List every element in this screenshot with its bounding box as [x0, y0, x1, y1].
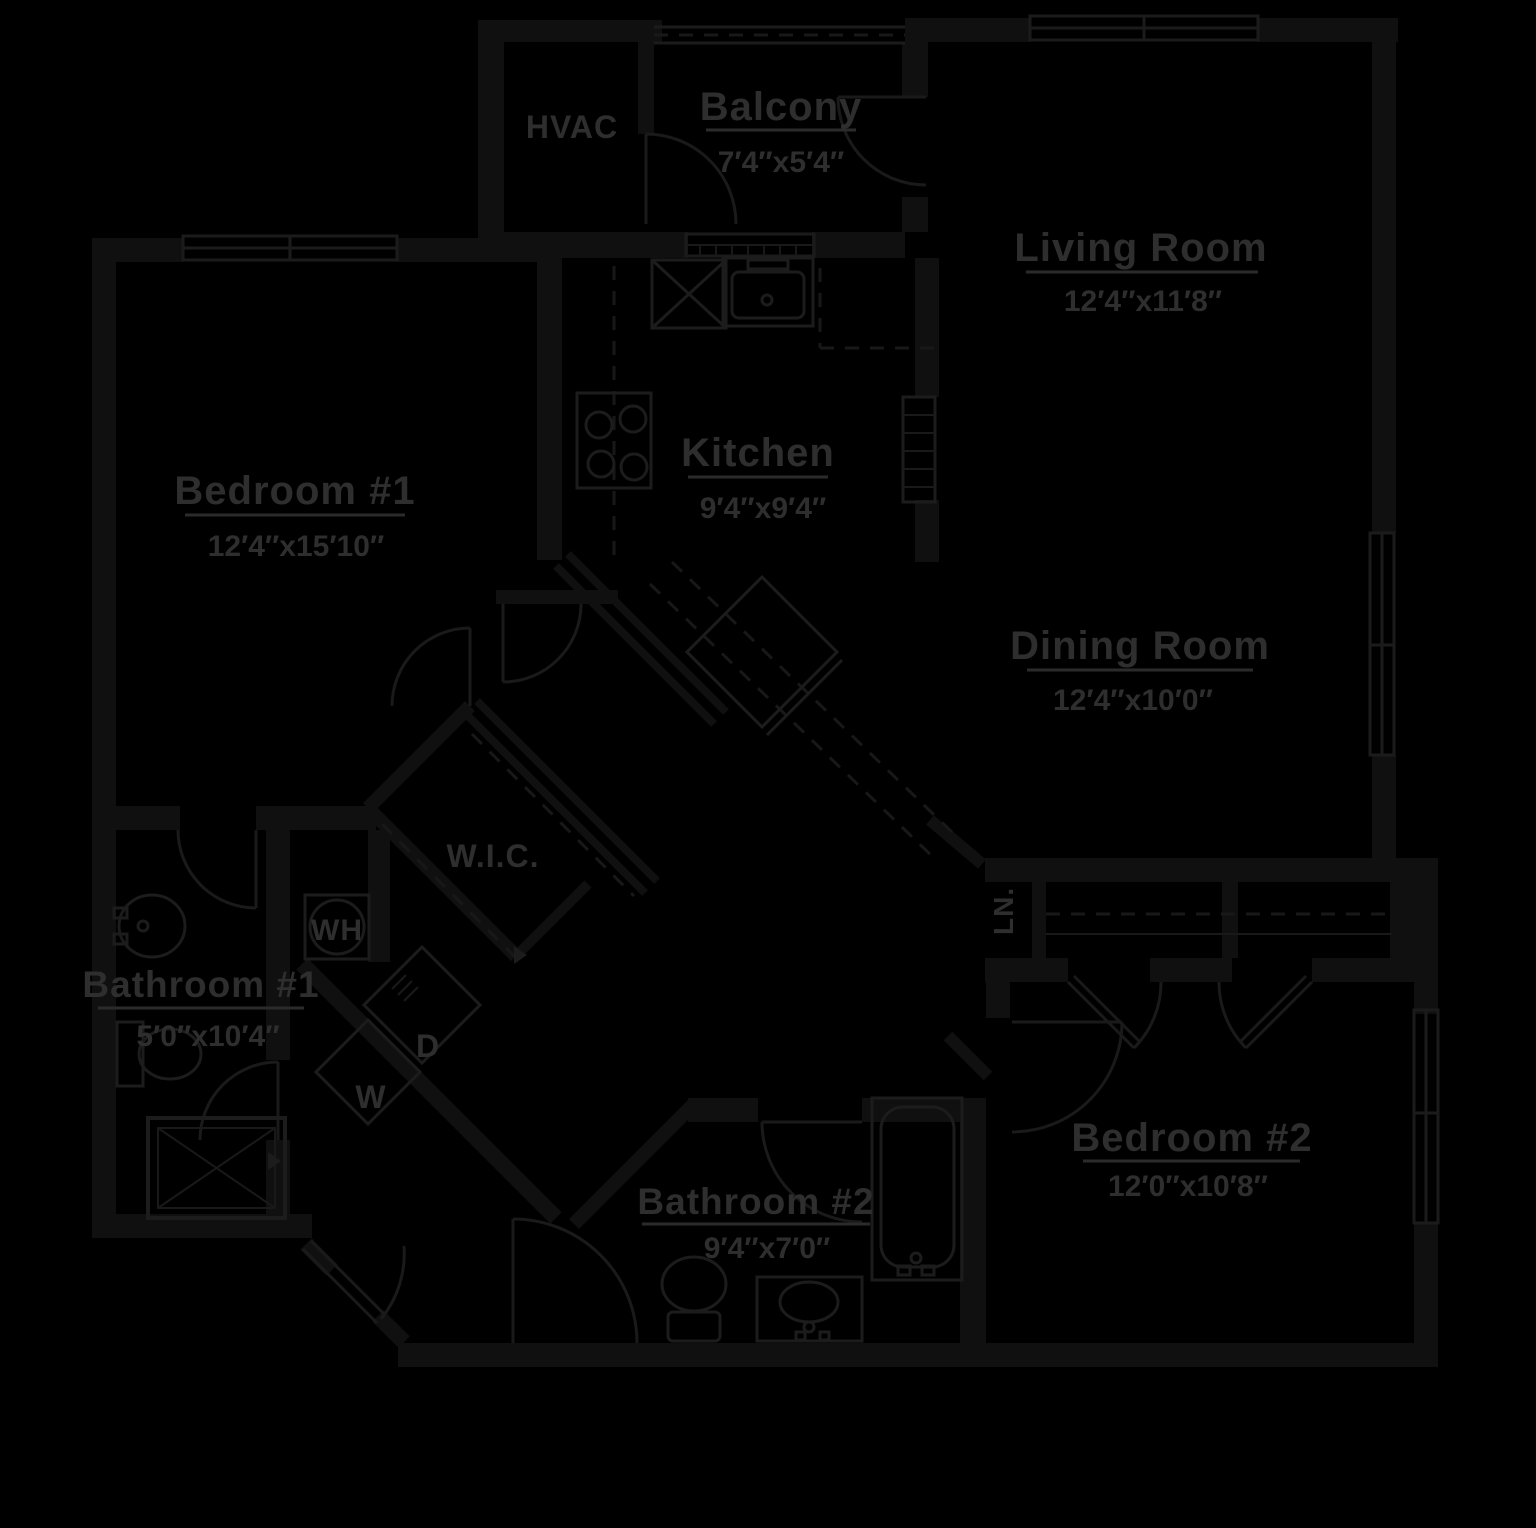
label-dryer: D: [416, 1028, 440, 1064]
door-bathroom1-top: [176, 829, 258, 910]
door-bathroom2: [760, 1120, 863, 1224]
room-dims-bedroom2: 12′0″x10′8″: [1108, 1170, 1268, 1203]
room-label-bedroom1: Bedroom #1: [174, 469, 415, 513]
room-balcony: Balcony 7′4″x5′4″: [700, 85, 863, 179]
bath1-toilet: [115, 1020, 203, 1088]
window-living: [1028, 14, 1260, 42]
fixtures: [112, 256, 1392, 1343]
label-water-heater: WH: [311, 914, 363, 947]
balcony-rail: [654, 25, 905, 45]
room-dims-bedroom1: 12′4″x15′10″: [208, 530, 385, 563]
label-washer: W: [355, 1079, 386, 1115]
dryer: [361, 944, 483, 1066]
door-bathroom1-hall: [198, 1060, 280, 1141]
balcony-slider: [684, 232, 816, 258]
dashed-lines: [380, 266, 1392, 960]
label-hvac: HVAC: [526, 109, 618, 145]
windows: [181, 14, 1440, 1225]
water-heater: [303, 893, 371, 961]
room-label-bathroom1: Bathroom #1: [82, 964, 319, 1005]
kitchen-peninsula: [684, 574, 844, 737]
door-closet-right: [1217, 974, 1314, 1050]
room-label-kitchen: Kitchen: [681, 431, 835, 475]
room-label-living: Living Room: [1014, 226, 1267, 270]
door-hall-vestibule: [511, 1217, 639, 1344]
refrigerator: [650, 258, 728, 330]
window-bedroom1: [181, 234, 399, 262]
bath2-toilet: [660, 1255, 728, 1343]
window-bedroom2: [1412, 1008, 1440, 1225]
bath2-sink: [755, 1275, 864, 1343]
door-hvac: [644, 132, 738, 225]
bath1-sink: [112, 893, 187, 959]
window-dining: [1368, 531, 1396, 757]
room-dining: Dining Room 12′4″x10′0″: [1010, 624, 1270, 717]
room-label-bathroom2: Bathroom #2: [637, 1181, 874, 1222]
room-dims-living: 12′4″x11′8″: [1064, 285, 1222, 318]
room-bedroom1: Bedroom #1 12′4″x15′10″: [174, 469, 415, 563]
room-bathroom2: Bathroom #2 9′4″x7′0″: [637, 1181, 874, 1265]
room-dims-bathroom1: 5′0″x10′4″: [136, 1020, 279, 1053]
stove: [575, 391, 653, 490]
room-kitchen: Kitchen 9′4″x9′4″: [681, 431, 835, 525]
label-wic: W.I.C.: [446, 838, 539, 874]
door-balcony-living: [836, 95, 927, 187]
room-dims-kitchen: 9′4″x9′4″: [700, 492, 827, 525]
shower: [146, 1116, 287, 1220]
door-bedroom1-hall: [501, 603, 583, 684]
door-entry: [301, 1239, 406, 1325]
door-bedroom2: [1011, 1020, 1124, 1134]
room-bathroom1: Bathroom #1 5′0″x10′4″: [82, 964, 319, 1053]
room-dims-dining: 12′4″x10′0″: [1053, 684, 1213, 717]
walls: [92, 18, 1438, 1367]
room-label-dining: Dining Room: [1010, 624, 1270, 668]
room-label-balcony: Balcony: [700, 85, 863, 129]
room-label-bedroom2: Bedroom #2: [1071, 1116, 1312, 1160]
door-wic: [390, 626, 472, 707]
room-bedroom2: Bedroom #2 12′0″x10′8″: [1071, 1116, 1312, 1203]
room-dims-bathroom2: 9′4″x7′0″: [704, 1232, 831, 1265]
washer: [313, 1017, 423, 1127]
door-closet-left: [1066, 974, 1163, 1050]
label-linen: LN.: [988, 887, 1019, 935]
room-living: Living Room 12′4″x11′8″: [1014, 226, 1267, 318]
wic-arrow: [514, 946, 527, 964]
pantry-shelves: [901, 395, 937, 504]
doors: [176, 95, 1314, 1344]
room-dims-balcony: 7′4″x5′4″: [718, 146, 845, 179]
bathtub: [870, 1096, 964, 1282]
shower-door-arrow: [268, 1152, 281, 1170]
kitchen-sink: [721, 256, 815, 328]
